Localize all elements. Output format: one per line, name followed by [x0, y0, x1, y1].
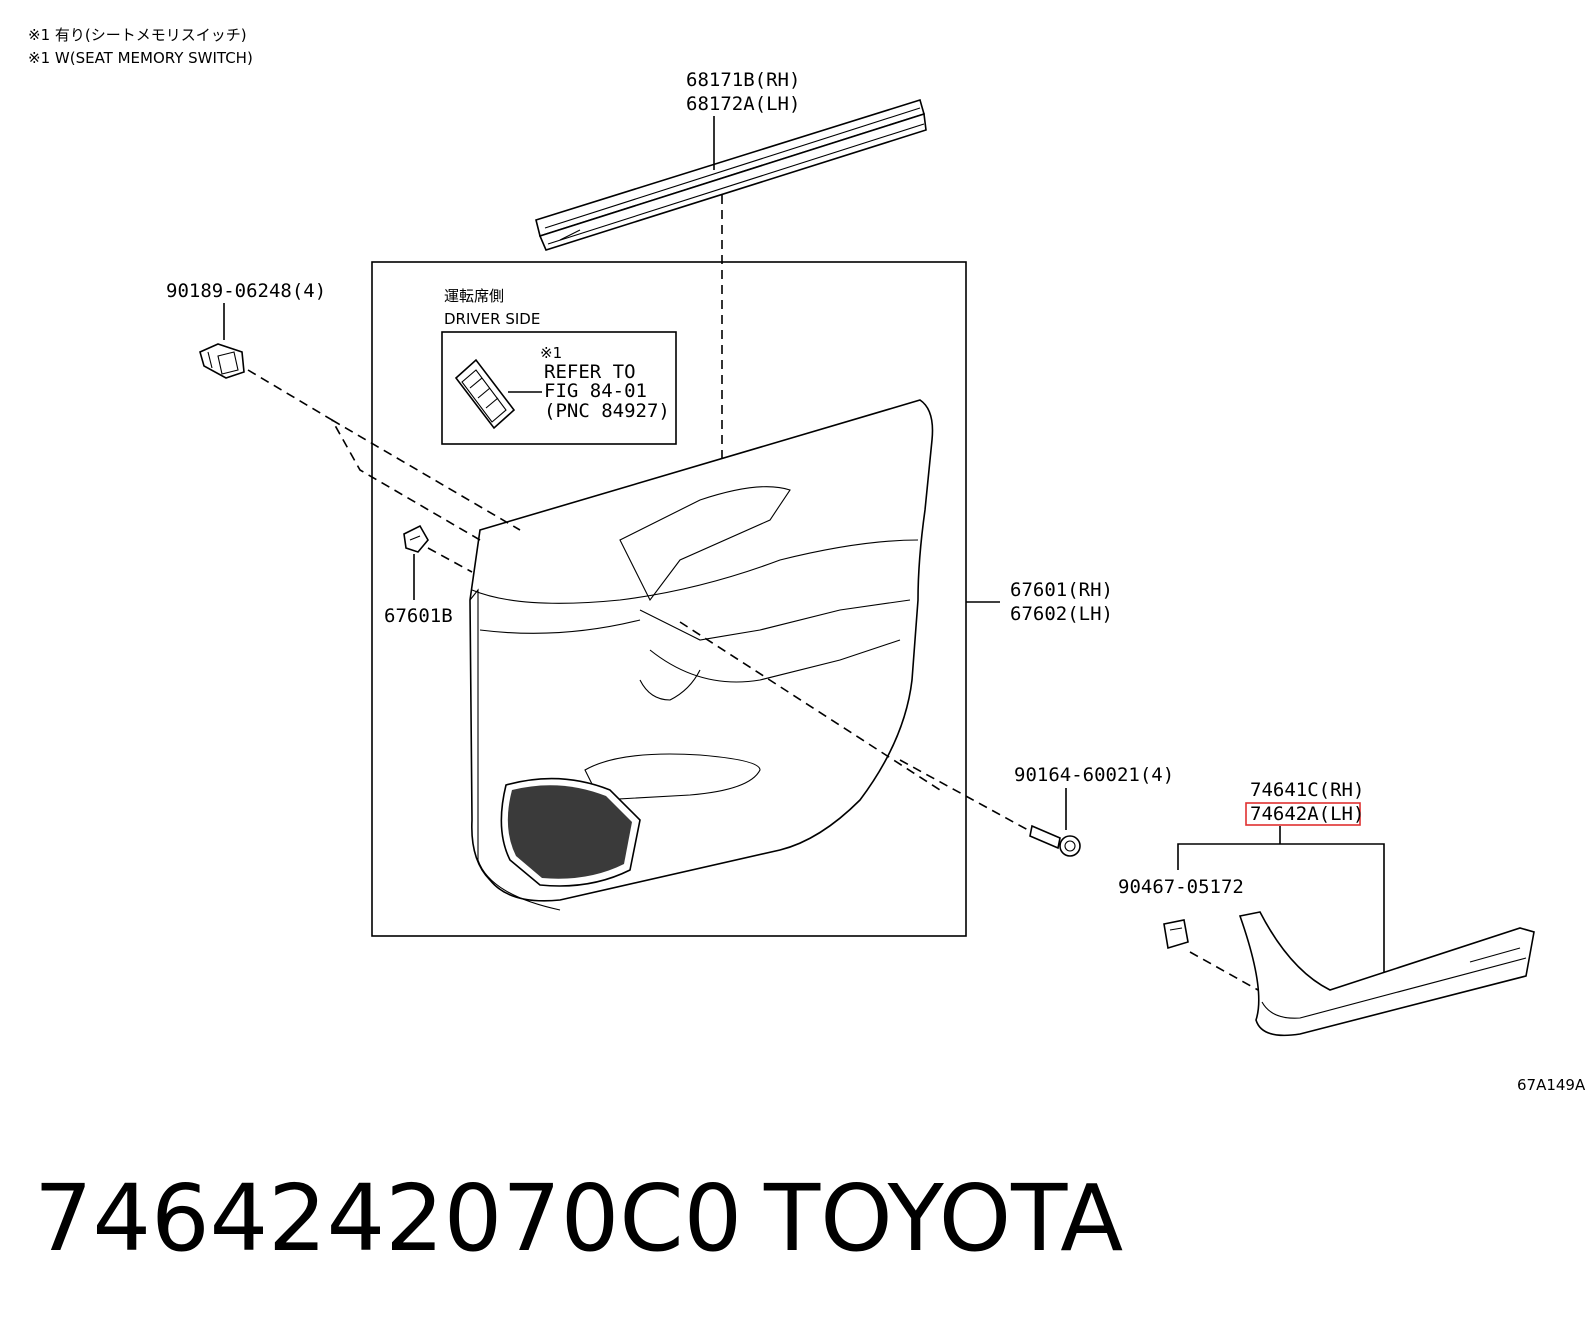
- footer-brand: TOYOTA: [763, 1165, 1123, 1272]
- armrest-lh-label[interactable]: 74642A(LH): [1250, 803, 1364, 825]
- armrest-lh-highlight: [1245, 802, 1361, 826]
- memory-switch-icon: [454, 358, 516, 430]
- clip-small-label[interactable]: 90467-05172: [1118, 876, 1244, 898]
- clip-67601b-part[interactable]: [403, 524, 429, 553]
- clip-top-left-part[interactable]: [199, 343, 245, 379]
- note-en: ※1 W(SEAT MEMORY SWITCH): [28, 49, 253, 67]
- diagram-code: 67A149A: [1517, 1076, 1586, 1094]
- armrest-rh-label[interactable]: 74641C(RH): [1250, 779, 1364, 801]
- panel-lh-label[interactable]: 67602(LH): [1010, 603, 1113, 625]
- screw-label[interactable]: 90164-60021(4): [1014, 764, 1174, 786]
- inset-ref-line1[interactable]: REFER TO: [544, 361, 636, 383]
- panel-rh-label[interactable]: 67601(RH): [1010, 579, 1113, 601]
- inset-title-en: DRIVER SIDE: [444, 310, 540, 328]
- inset-title-jp: 運転席側: [444, 287, 504, 305]
- weatherstrip-rh-label[interactable]: 68171B(RH): [686, 69, 800, 91]
- clip-67601b-label[interactable]: 67601B: [384, 605, 453, 627]
- armrest-base-part[interactable]: [1238, 911, 1535, 1037]
- screw-part[interactable]: [1029, 824, 1081, 857]
- inset-box: [441, 331, 677, 445]
- inset-ref-line3[interactable]: (PNC 84927): [544, 400, 670, 422]
- clip-top-left-label[interactable]: 90189-06248(4): [166, 280, 326, 302]
- assembly-frame: [371, 261, 967, 937]
- footer-part-number: 7464242070C0: [34, 1165, 742, 1272]
- inset-ref-line2[interactable]: FIG 84-01: [544, 380, 647, 402]
- weatherstrip-lh-label[interactable]: 68172A(LH): [686, 93, 800, 115]
- note-jp: ※1 有り(シートメモリスイッチ): [28, 26, 247, 44]
- inset-ref-mark: ※1: [540, 344, 562, 362]
- clip-small-part[interactable]: [1163, 919, 1189, 950]
- door-trim-panel-part[interactable]: [469, 399, 934, 911]
- weatherstrip-part[interactable]: [535, 98, 927, 251]
